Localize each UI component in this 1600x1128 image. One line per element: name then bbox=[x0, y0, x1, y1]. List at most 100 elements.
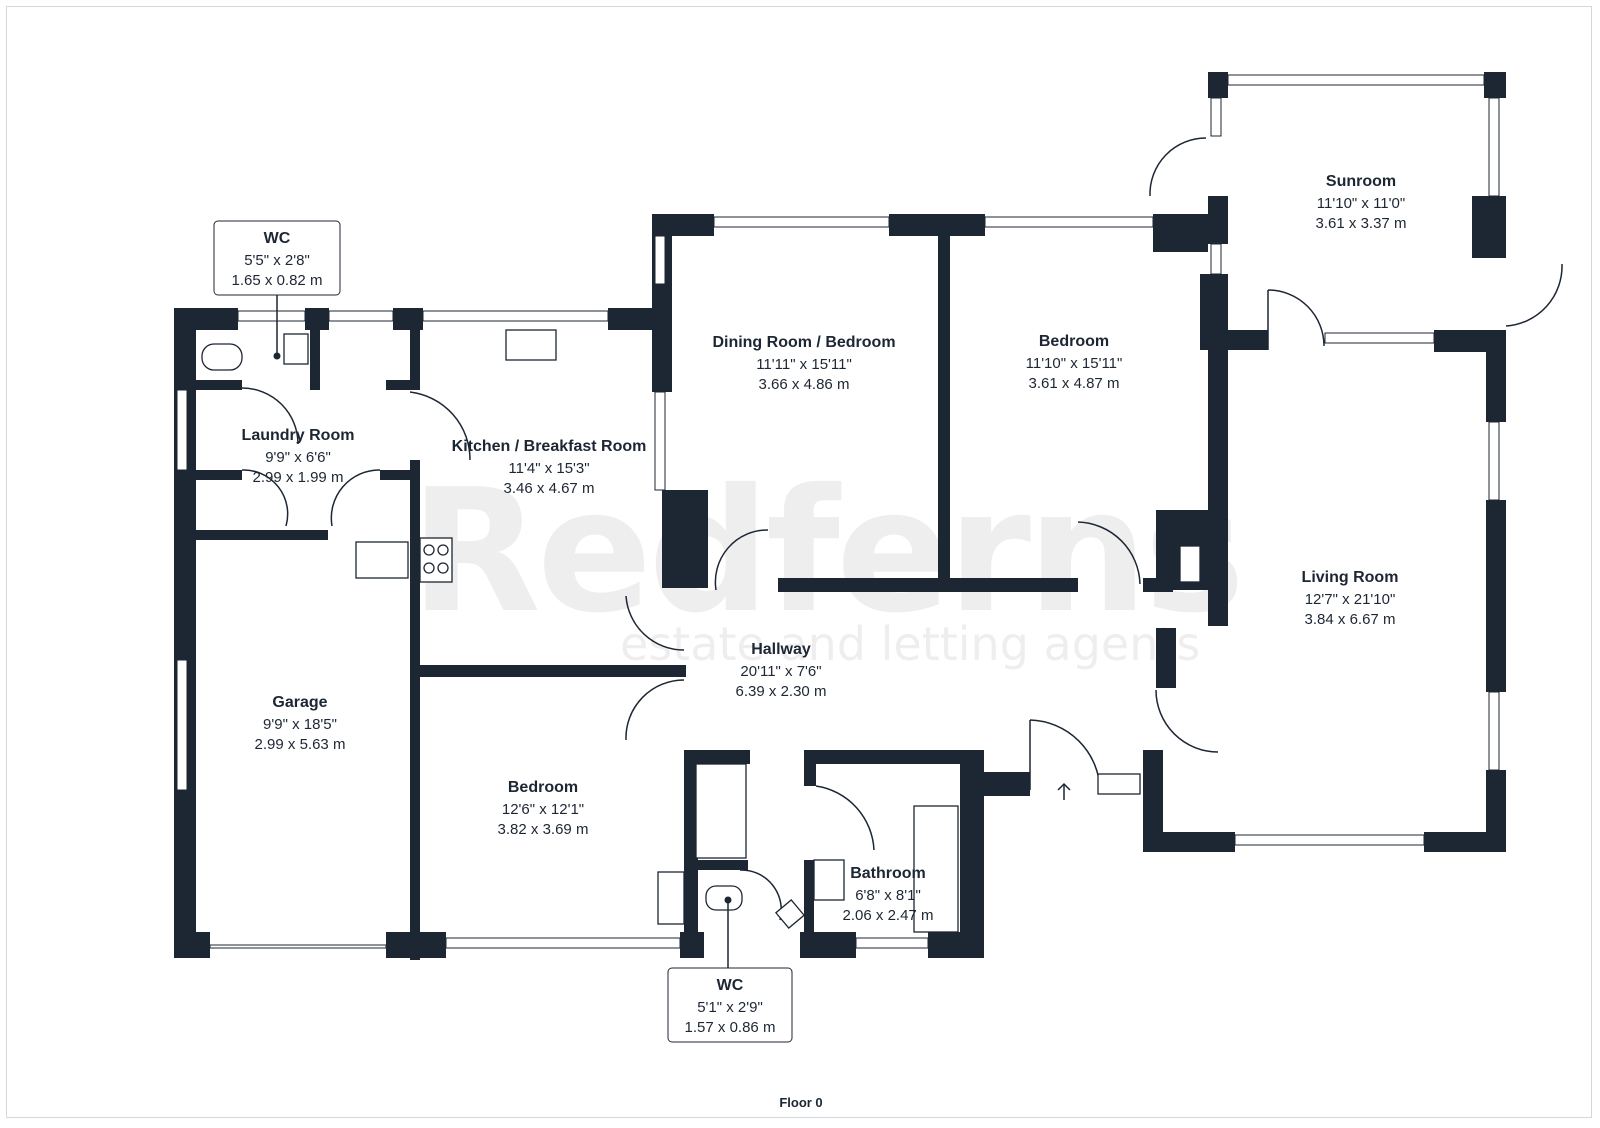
bathroom-cabinet bbox=[774, 898, 806, 930]
door-dining bbox=[714, 529, 769, 591]
wall-bedroom-right bbox=[1200, 274, 1228, 350]
room-laundry: Laundry Room 9'9" x 6'6" 2.99 x 1.99 m bbox=[242, 427, 355, 486]
wall-sun-tr bbox=[1484, 72, 1506, 98]
room-metric: 2.99 x 5.63 m bbox=[255, 736, 346, 753]
wall-living-bottom-left bbox=[1143, 832, 1235, 852]
window-laundry-top bbox=[328, 310, 394, 322]
room-name: Sunroom bbox=[1326, 173, 1396, 190]
room-metric: 3.84 x 6.67 m bbox=[1305, 611, 1396, 628]
wall-bath-left-lower bbox=[804, 860, 814, 952]
room-imperial: 11'10" x 15'11" bbox=[1026, 355, 1123, 372]
wall-bottom-bath-left bbox=[800, 932, 856, 958]
window-living-top bbox=[1324, 332, 1435, 344]
door-wc bbox=[241, 387, 299, 445]
window-bedroom-bottom bbox=[445, 937, 681, 949]
wall-laundry-top bbox=[196, 380, 242, 390]
room-name: Bedroom bbox=[1039, 333, 1109, 350]
wall-kitchen-left bbox=[410, 460, 420, 960]
window-bath-bottom bbox=[855, 937, 929, 949]
room-imperial: 11'11" x 15'11" bbox=[756, 356, 852, 373]
wall-kitchen-bottom bbox=[410, 665, 686, 677]
room-name: Kitchen / Breakfast Room bbox=[452, 438, 647, 455]
door-wc-lower bbox=[739, 869, 783, 921]
window-wc-top bbox=[237, 310, 306, 322]
room-hallway: Hallway 20'11" x 7'6" 6.39 x 2.30 m bbox=[736, 641, 827, 700]
window-sunroom-top bbox=[1227, 74, 1485, 86]
wall-top-wc bbox=[305, 308, 329, 330]
door-kitchen bbox=[409, 391, 471, 461]
room-imperial: 9'9" x 6'6" bbox=[265, 449, 331, 466]
wall-garage-top bbox=[196, 530, 328, 540]
kitchen-hob bbox=[419, 537, 453, 583]
wall-bedroom-bottom-right bbox=[1143, 578, 1173, 592]
room-metric: 6.39 x 2.30 m bbox=[736, 683, 827, 700]
wall-kitchen-left-top bbox=[410, 330, 420, 390]
wall-living-bottom-right bbox=[1424, 832, 1506, 852]
window-dining-left bbox=[654, 235, 666, 285]
room-imperial: 5'1" x 2'9" bbox=[697, 999, 763, 1016]
door-sunroom-outer bbox=[1149, 137, 1207, 197]
room-metric: 3.61 x 3.37 m bbox=[1316, 215, 1407, 232]
room-metric: 3.82 x 3.69 m bbox=[498, 821, 589, 838]
wall-bedroom-right bbox=[684, 750, 698, 952]
wall-bedroom-right-top bbox=[1153, 230, 1208, 252]
room-metric: 3.66 x 4.86 m bbox=[759, 376, 850, 393]
wall-hall-right bbox=[1156, 628, 1176, 688]
room-imperial: 11'10" x 11'0" bbox=[1317, 195, 1405, 212]
window-sunroom-left bbox=[1210, 97, 1222, 137]
room-name: Laundry Room bbox=[242, 427, 355, 444]
wall-entrance-left bbox=[960, 772, 1030, 796]
wall-bottom-mid-left bbox=[386, 932, 446, 958]
wall-dining-bottom bbox=[778, 578, 938, 592]
window-living-right-bottom bbox=[1488, 691, 1500, 771]
room-name: Bedroom bbox=[508, 779, 578, 796]
wall-top-mid bbox=[393, 308, 423, 330]
windows bbox=[176, 74, 1500, 949]
watermark-brand: Redferns bbox=[410, 453, 1241, 651]
window-laundry-left bbox=[176, 389, 188, 471]
fireplace bbox=[1179, 545, 1201, 583]
room-metric: 2.06 x 2.47 m bbox=[843, 907, 934, 924]
room-bathroom: Bathroom 6'8" x 8'1" 2.06 x 2.47 m bbox=[843, 865, 934, 924]
room-metric: 3.46 x 4.67 m bbox=[504, 480, 595, 497]
fixtures bbox=[201, 329, 1201, 933]
room-name: Dining Room / Bedroom bbox=[712, 334, 895, 351]
wall-wc-right bbox=[310, 330, 320, 390]
kitchen-sink bbox=[505, 329, 557, 361]
room-imperial: 5'5" x 2'8" bbox=[244, 252, 310, 269]
room-imperial: 12'6" x 12'1" bbox=[502, 801, 584, 818]
wall-sun-left bbox=[1208, 196, 1228, 244]
bathroom-basin bbox=[813, 859, 845, 901]
wall-bedroom-bottom bbox=[938, 578, 1078, 592]
window-bedroom-right bbox=[1210, 243, 1222, 275]
garage-door bbox=[209, 944, 387, 949]
wall-wc-top bbox=[684, 750, 750, 764]
window-living-bottom bbox=[1234, 834, 1425, 846]
wall-garage-bottom-left bbox=[174, 932, 210, 958]
room-dining: Dining Room / Bedroom 11'11" x 15'11" 3.… bbox=[712, 334, 895, 393]
room-name: Living Room bbox=[1302, 569, 1399, 586]
wall-sun-right-block bbox=[1472, 196, 1506, 258]
wall-bath-top bbox=[804, 750, 974, 764]
room-sunroom: Sunroom 11'10" x 11'0" 3.61 x 3.37 m bbox=[1316, 173, 1407, 232]
room-name: WC bbox=[264, 230, 291, 247]
room-imperial: 12'7" x 21'10" bbox=[1305, 591, 1396, 608]
wall-laundry-right bbox=[380, 470, 410, 480]
room-imperial: 11'4" x 15'3" bbox=[508, 460, 589, 477]
door-bedroom-lower bbox=[625, 679, 685, 741]
window-dining-left-lower bbox=[654, 391, 666, 491]
door-sunroom-right bbox=[1505, 263, 1563, 327]
basin-upper bbox=[283, 333, 309, 365]
wall-sun-tl bbox=[1208, 72, 1228, 98]
window-living-right-top bbox=[1488, 421, 1500, 501]
door-laundry-cupboard bbox=[241, 469, 289, 527]
room-name: WC bbox=[717, 977, 744, 994]
room-garage: Garage 9'9" x 18'5" 2.99 x 5.63 m bbox=[255, 694, 346, 753]
callout-wc-upper: WC 5'5" x 2'8" 1.65 x 0.82 m bbox=[213, 220, 341, 360]
wall-dining-bedroom-divider bbox=[938, 230, 950, 592]
room-bedroom-2: Bedroom 12'6" x 12'1" 3.82 x 3.69 m bbox=[498, 779, 589, 838]
room-bedroom-1: Bedroom 11'10" x 15'11" 3.61 x 4.87 m bbox=[1026, 333, 1123, 392]
wall-entrance-right bbox=[1143, 750, 1163, 790]
wall-bath-left-top bbox=[804, 750, 816, 786]
